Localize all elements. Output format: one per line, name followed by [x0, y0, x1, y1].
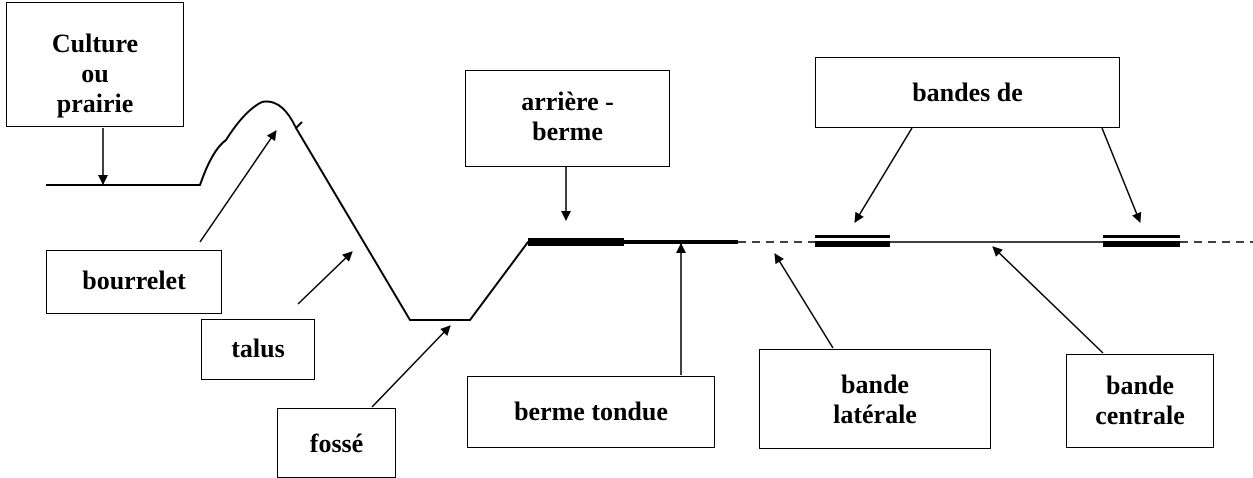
label-bande-laterale: bande latérale	[759, 349, 991, 449]
arrow-fosse	[371, 325, 451, 408]
arriere-line2: berme	[532, 117, 603, 146]
arrow-bourrelet	[199, 130, 277, 243]
label-fosse: fossé	[277, 408, 396, 478]
label-berme-tondue: berme tondue	[467, 376, 715, 448]
fosse-text: fossé	[309, 429, 364, 458]
label-talus: talus	[201, 319, 315, 380]
arrow-bande-centrale	[992, 246, 1104, 354]
bande-centrale-line1: bande	[1106, 371, 1174, 400]
talus-text: talus	[231, 334, 285, 363]
berme-tondue-text: berme tondue	[514, 397, 668, 426]
label-arriere-berme: arrière - berme	[465, 70, 670, 167]
bande-centrale-marking-bottom	[1103, 241, 1180, 247]
arrow-talus	[297, 251, 353, 305]
arriere-berme-bar	[528, 238, 624, 246]
label-bandes-de: bandes de	[815, 57, 1120, 128]
bande-laterale-line1: bande	[841, 370, 909, 399]
bande-centrale-marking-top	[1103, 235, 1180, 238]
ground-profile-line	[46, 100, 738, 321]
arriere-line1: arrière -	[521, 87, 614, 116]
diagram-lines	[46, 100, 1253, 408]
bande-laterale-marking-top	[815, 235, 890, 238]
label-culture-ou-prairie: Culture ou prairie	[6, 2, 184, 127]
crest-tick	[295, 121, 303, 129]
arrow-bandes-left	[854, 127, 913, 223]
culture-line3: prairie	[56, 89, 134, 118]
bande-laterale-marking-bottom	[815, 241, 890, 247]
arrow-bande-laterale	[774, 253, 834, 349]
bourrelet-text: bourrelet	[82, 266, 186, 295]
label-bourrelet: bourrelet	[46, 250, 222, 314]
road-cross-section-diagram: Culture ou prairie arrière - berme bande…	[6, 2, 1253, 478]
bande-laterale-line2: latérale	[833, 400, 917, 429]
berme-tondue-bar	[624, 240, 738, 244]
culture-line2: ou	[81, 59, 109, 88]
bande-centrale-line2: centrale	[1095, 401, 1185, 430]
label-bande-centrale: bande centrale	[1066, 354, 1214, 448]
bandes-de-text: bandes de	[912, 78, 1023, 107]
arrow-bandes-right	[1101, 127, 1142, 223]
culture-line1: Culture	[51, 29, 139, 58]
